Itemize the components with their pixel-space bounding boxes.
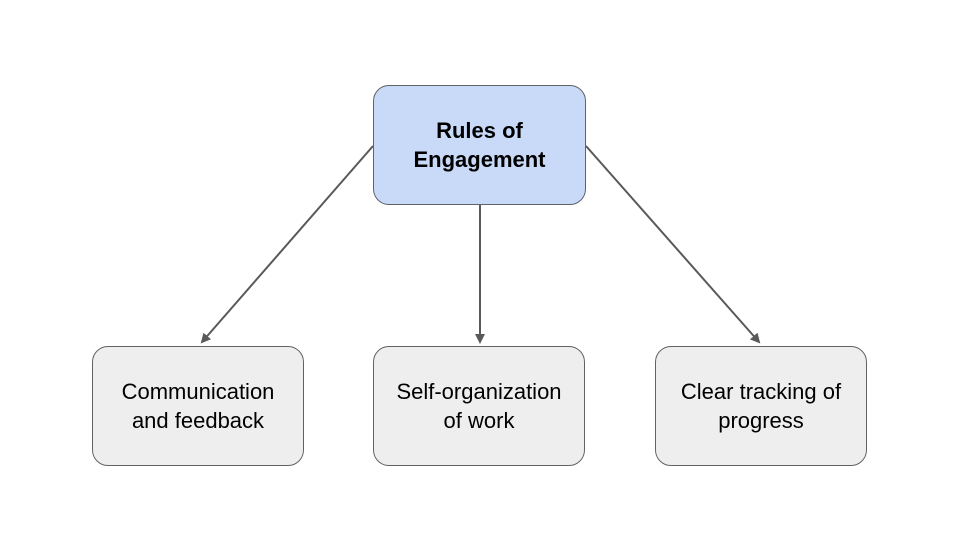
child-node-tracking: Clear tracking of progress <box>655 346 867 466</box>
child-node-label: Communication and feedback <box>121 379 275 433</box>
child-node-self-organization: Self-organization of work <box>373 346 585 466</box>
child-node-label: Self-organization of work <box>396 379 562 433</box>
root-node-label: Rules of Engagement <box>413 118 546 172</box>
root-node-rules-of-engagement: Rules of Engagement <box>373 85 586 205</box>
arrow-root-to-tracking <box>585 145 761 344</box>
child-node-communication: Communication and feedback <box>92 346 304 466</box>
child-node-label: Clear tracking of progress <box>680 379 842 433</box>
arrow-root-to-communication <box>200 145 374 344</box>
